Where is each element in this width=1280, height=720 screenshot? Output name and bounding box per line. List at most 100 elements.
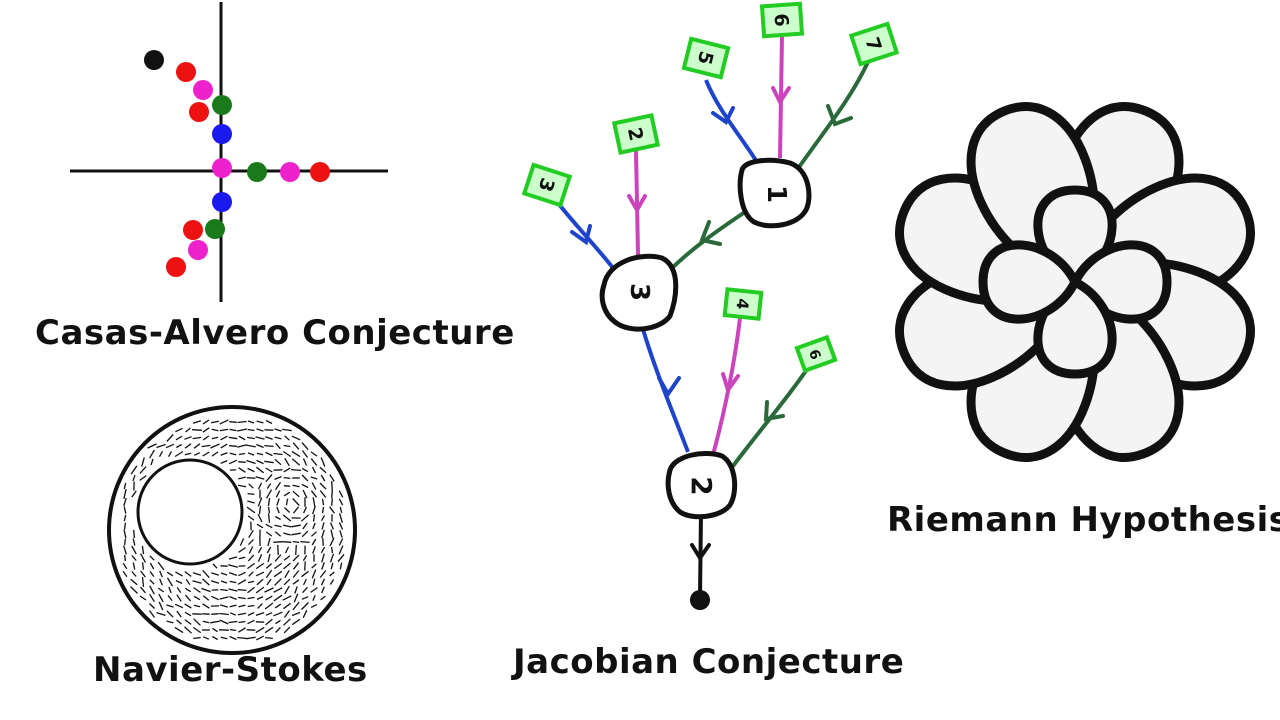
flow-dash: [193, 636, 201, 640]
flow-dash: [310, 587, 318, 593]
flow-dash: [265, 436, 273, 440]
flow-dash: [237, 636, 247, 640]
flow-dash: [257, 554, 263, 562]
flow-dash: [331, 481, 333, 491]
flow-dash: [237, 444, 247, 448]
caption-navier-stokes: Navier-Stokes: [93, 650, 368, 690]
flow-dash: [202, 419, 210, 425]
flow-dash: [292, 540, 300, 544]
root-dot-red: [166, 257, 186, 277]
flow-dash: [265, 595, 273, 601]
flow-dash: [228, 459, 238, 465]
leaf-tag: 2: [611, 113, 661, 155]
flow-dash: [293, 593, 299, 603]
flow-dash: [321, 498, 325, 506]
flow-dash: [301, 602, 309, 610]
arrowhead: [627, 194, 647, 215]
root-dot-red: [310, 162, 330, 182]
flow-dash: [329, 537, 335, 547]
flow-dash: [266, 546, 272, 554]
flow-dash: [219, 619, 229, 625]
flow-dash: [283, 555, 291, 561]
flow-dash: [229, 421, 237, 423]
flow-dash: [319, 466, 327, 474]
flow-dash: [295, 545, 297, 555]
leaf-tag-label: 2: [623, 125, 647, 143]
flow-dash: [258, 505, 262, 515]
root-dot-blue: [212, 192, 232, 212]
flow-dash: [247, 428, 255, 432]
flow-dash: [212, 627, 218, 633]
flow-dash: [256, 596, 264, 600]
flow-dash: [292, 579, 300, 585]
caption-casas-alvero: Casas-Alvero Conjecture: [35, 313, 515, 353]
flow-dash: [292, 484, 300, 488]
flow-dash: [282, 595, 292, 601]
leaf-tag-label: 4: [732, 297, 752, 310]
flow-dash: [229, 445, 237, 447]
flow-dash: [264, 460, 274, 464]
flow-dash: [274, 524, 282, 528]
flow-dash: [256, 523, 264, 529]
flow-dash: [283, 444, 291, 448]
root-dot-green: [205, 219, 225, 239]
flow-dash: [282, 450, 292, 458]
flow-dash: [301, 570, 309, 578]
flow-dash: [273, 594, 283, 602]
flow-dash: [284, 457, 290, 467]
flow-dash: [255, 571, 265, 577]
flow-dash: [256, 578, 264, 586]
flow-dash: [228, 620, 238, 624]
flow-dash: [247, 604, 255, 608]
flow-dash: [274, 603, 282, 609]
flow-dash: [256, 635, 264, 641]
flow-dash: [131, 571, 137, 577]
flow-dash: [201, 587, 211, 593]
caption-riemann: Riemann Hypothesis: [887, 500, 1280, 540]
flow-dash: [267, 506, 271, 514]
flow-dash: [310, 531, 318, 537]
flow-dash: [246, 477, 256, 479]
flow-dash: [257, 513, 263, 523]
flow-dash: [193, 595, 201, 601]
flow-dash: [290, 468, 302, 472]
arrowhead: [699, 220, 722, 246]
flow-dash: [283, 476, 291, 480]
root-dot-red: [189, 102, 209, 122]
flow-dash: [294, 586, 298, 594]
flow-dash: [123, 482, 127, 490]
flow-dash: [220, 572, 228, 576]
arrowhead: [570, 224, 592, 246]
flow-dash: [302, 489, 308, 499]
leaf-tag: 7: [848, 21, 900, 67]
flow-dash: [256, 428, 264, 432]
flow-dash: [237, 420, 247, 424]
arrowhead: [721, 372, 740, 395]
flow-dash: [238, 452, 246, 456]
leaf-tag: 4: [722, 287, 764, 321]
flow-dash: [184, 452, 192, 456]
flow-dash: [219, 596, 229, 600]
flow-dash: [273, 452, 283, 456]
flow-dash: [273, 587, 283, 593]
flow-dash: [220, 460, 228, 464]
flow-dash: [256, 443, 264, 449]
flow-dash: [193, 604, 201, 608]
flow-dash: [166, 571, 174, 577]
flow-dash: [228, 556, 238, 560]
flow-dash: [255, 476, 265, 480]
flow-dash: [339, 530, 343, 538]
flow-dash: [339, 506, 343, 514]
flow-dash: [238, 604, 246, 608]
flow-dash: [236, 428, 248, 432]
flow-dash: [132, 538, 136, 546]
flow-dash: [255, 586, 265, 594]
flow-dash: [301, 450, 309, 458]
flow-dash: [237, 579, 247, 585]
flow-dash: [321, 553, 325, 563]
flow-dash: [185, 578, 191, 586]
flow-dash: [265, 569, 273, 579]
flow-dash: [275, 515, 281, 521]
flow-dash: [301, 474, 309, 482]
